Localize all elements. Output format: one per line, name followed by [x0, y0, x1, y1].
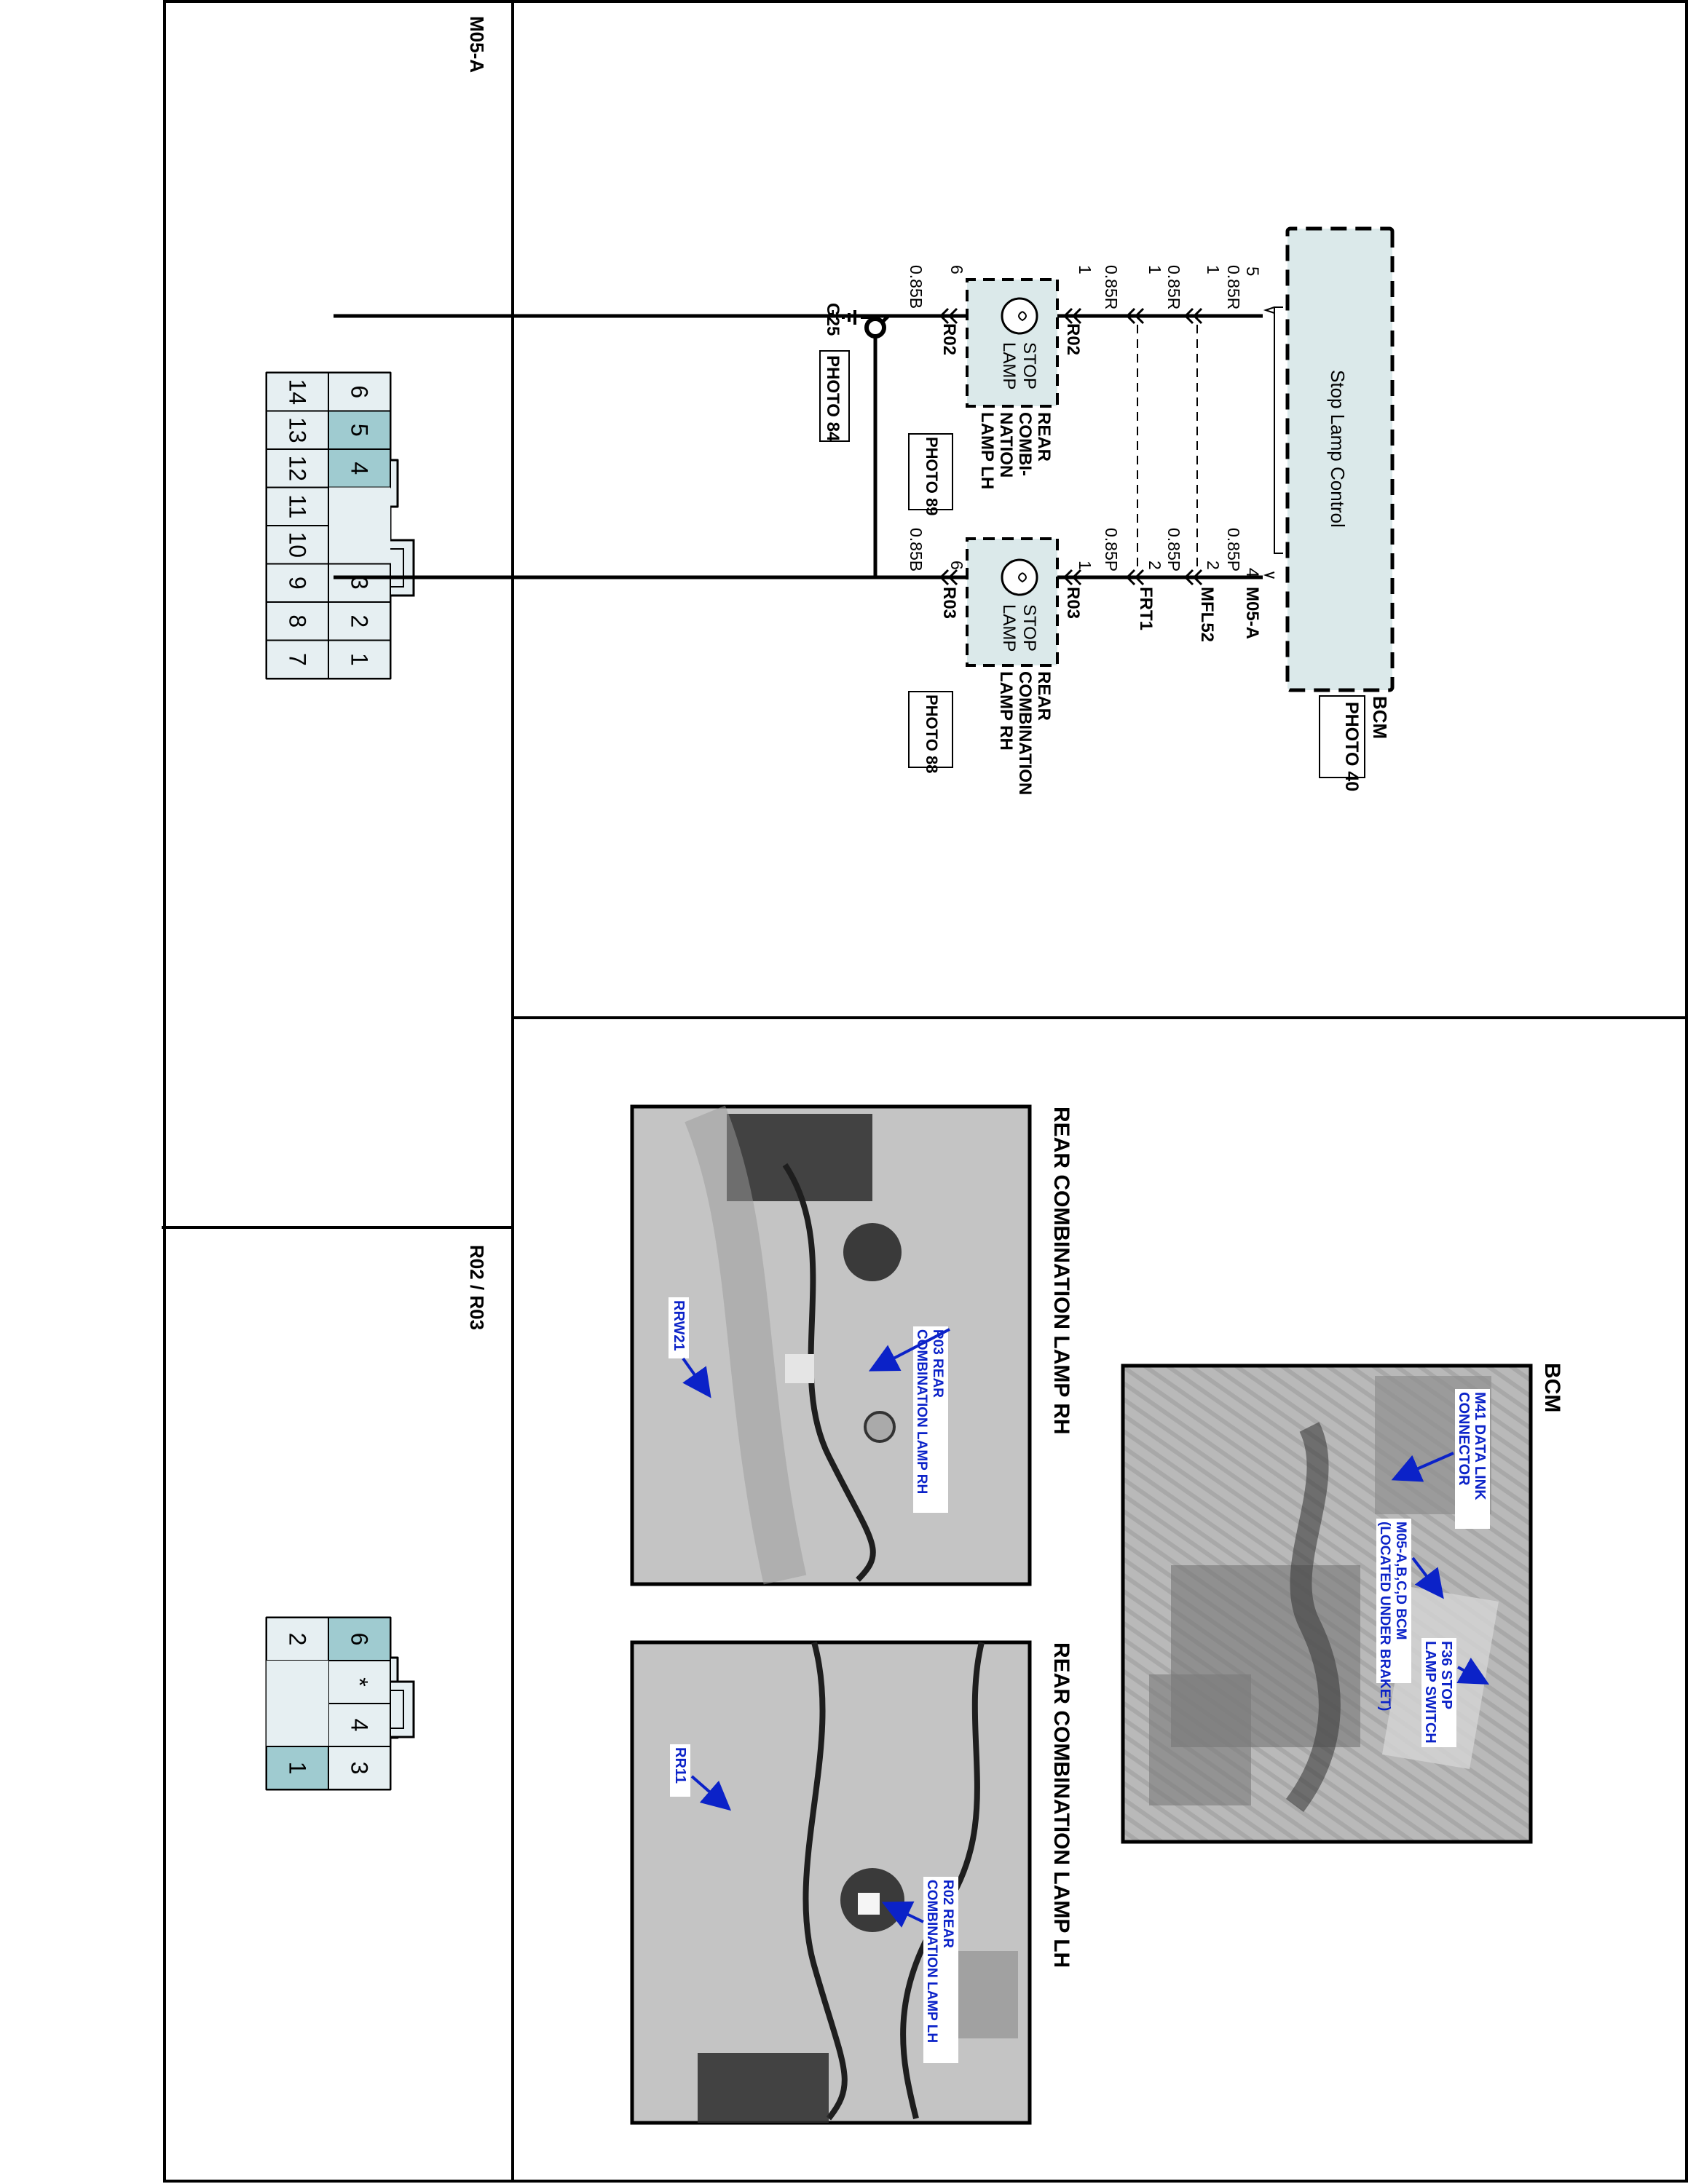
wire-085r-top: 0.85R [1224, 265, 1243, 309]
svg-text:RR11: RR11 [672, 1747, 688, 1784]
wire-085b-left: 0.85B [907, 265, 926, 309]
frt1-connector-label: FRT1 [1136, 587, 1156, 630]
lamp-lh-title: REAR COMBI- NATION LAMP LH [977, 412, 1054, 489]
lh-photo-title: REAR COMBINATION LAMP LH [1049, 1642, 1073, 1968]
connector-pin-label: 5 [347, 424, 373, 437]
bcm-module-box[interactable] [1285, 226, 1395, 692]
ground-photo-ref: PHOTO 84 [823, 355, 843, 442]
connector-pin-label: 3 [347, 1762, 373, 1775]
r03-bottom-label: R03 [939, 587, 959, 619]
bcm-function-label: Stop Lamp Control [1327, 370, 1349, 528]
connector-pin-label: 14 [285, 379, 311, 405]
r03-pin-1: 1 [1076, 561, 1095, 570]
connector-cavity [328, 487, 390, 526]
r02-top-label: R02 [1063, 323, 1083, 355]
connector-pin-label: 11 [285, 494, 311, 518]
lamp-lh-photo-ref: PHOTO 89 [923, 437, 941, 515]
bcm-connector-label: M05-A [1242, 587, 1262, 639]
bcm-callouts: M41 DATA LINKCONNECTOR M05-A,B,C,D BCM(L… [1376, 1389, 1490, 1747]
svg-text:R03 REARCOMBINATION LAMP RH: R03 REARCOMBINATION LAMP RH [914, 1329, 945, 1494]
frt1-chevron-left [1125, 307, 1145, 325]
m05-panel-title: M05-A [466, 16, 488, 73]
connector-pin-label: 2 [347, 614, 373, 628]
bcm-pin-5: 5 [1242, 266, 1262, 276]
connector-pin-label: 12 [285, 455, 311, 481]
connector-cavity [266, 1746, 329, 1790]
lamp-rh-label-lamp: LAMP [999, 604, 1019, 652]
connector-pin-label: 4 [347, 462, 373, 475]
wire-085r-mid: 0.85R [1164, 265, 1183, 309]
ground-label: G25 [823, 303, 843, 336]
mfl52-connector-label: MFL52 [1197, 587, 1217, 642]
r03-top-label: R03 [1063, 587, 1083, 619]
mfl52-chevron-left [1183, 307, 1203, 325]
connector-pin-label: 6 [347, 385, 373, 398]
connector-r02-face: 6 * 4 3 2 1 [265, 1616, 415, 1791]
svg-text:R02 REARCOMBINATION LAMP LH: R02 REARCOMBINATION LAMP LH [924, 1880, 955, 2043]
connector-pin-label: 6 [347, 1633, 373, 1646]
connector-pin-label: 4 [347, 1719, 373, 1732]
bcm-photo-title: BCM [1540, 1363, 1564, 1412]
rh-photo-title: REAR COMBINATION LAMP RH [1049, 1107, 1073, 1435]
connector-pin-label: 13 [285, 417, 311, 443]
r02-panel-title: R02 / R03 [466, 1245, 488, 1330]
mfl52-chevron-right [1183, 569, 1203, 586]
svg-text:RRW21: RRW21 [671, 1300, 687, 1351]
connector-cavity [267, 1704, 328, 1746]
connector-pin-label: 1 [285, 1762, 311, 1775]
connector-m05-face: 6 5 4 3 2 1 14 13 12 11 10 9 8 7 [265, 371, 415, 680]
wire-085p-low: 0.85P [1102, 528, 1121, 571]
connector-pin-label: * [347, 1677, 373, 1686]
rh-photo [630, 1104, 1032, 1586]
connector-pin-label: 9 [285, 577, 311, 590]
wire-085p-mid: 0.85P [1164, 528, 1183, 571]
connector-cavity [267, 1661, 328, 1704]
connector-pin-label: 2 [285, 1633, 311, 1646]
bcm-module-name: BCM [1369, 696, 1391, 739]
mfl52-pin-2: 2 [1204, 561, 1223, 570]
wire-085b-right: 0.85B [907, 528, 926, 571]
frt1-chevron-right [1125, 569, 1145, 586]
r02-pin-6: 6 [947, 265, 966, 274]
svg-text:M41 DATA LINKCONNECTOR: M41 DATA LINKCONNECTOR [1456, 1392, 1488, 1500]
connector-pin-label: 1 [347, 653, 373, 666]
svg-text:F36 STOPLAMP SWITCH: F36 STOPLAMP SWITCH [1422, 1641, 1454, 1744]
connector-pin-label: 3 [347, 577, 373, 590]
lamp-rh-title: REAR COMBINATION LAMP RH [996, 671, 1054, 800]
frt1-pin-2: 2 [1145, 561, 1164, 570]
connector-cavity [328, 526, 390, 564]
wire-085p-top: 0.85P [1224, 528, 1243, 571]
lamp-rh-label-stop: STOP [1019, 604, 1039, 652]
lh-photo [630, 1640, 1032, 2125]
bcm-pin-4: 4 [1242, 568, 1262, 577]
page-frame [162, 0, 1688, 2183]
connector-pin-label: 7 [285, 653, 311, 666]
lh-callouts: R02 REARCOMBINATION LAMP LH RR11 [670, 1744, 958, 2063]
wire-085r-low: 0.85R [1102, 265, 1121, 309]
lamp-lh-label-stop: STOP [1019, 342, 1039, 389]
mfl52-pin-1: 1 [1204, 265, 1223, 274]
lamp-rh-photo-ref: PHOTO 88 [923, 695, 941, 773]
r02-bottom-label: R02 [939, 323, 959, 355]
lamp-lh-label-lamp: LAMP [999, 342, 1019, 389]
r03-pin-6: 6 [947, 561, 966, 570]
schematic: BCM PHOTO 40 Stop Lamp Control 5 4 M05-A… [334, 226, 1395, 800]
ground-splice [864, 317, 886, 339]
frt1-pin-1: 1 [1145, 265, 1164, 274]
connector-pin-label: 8 [285, 614, 311, 628]
connector-cavity [266, 639, 329, 679]
ground-symbol-icon [842, 310, 856, 325]
r02-pin-1: 1 [1076, 265, 1095, 274]
rh-callouts: R03 REARCOMBINATION LAMP RH RRW21 [669, 1297, 950, 1513]
svg-text:M05-A,B,C,D BCM(LOCATED UNDER: M05-A,B,C,D BCM(LOCATED UNDER BRAKET) [1377, 1522, 1408, 1711]
connector-pin-label: 10 [285, 531, 311, 558]
bcm-photo-ref: PHOTO 40 [1341, 702, 1362, 791]
